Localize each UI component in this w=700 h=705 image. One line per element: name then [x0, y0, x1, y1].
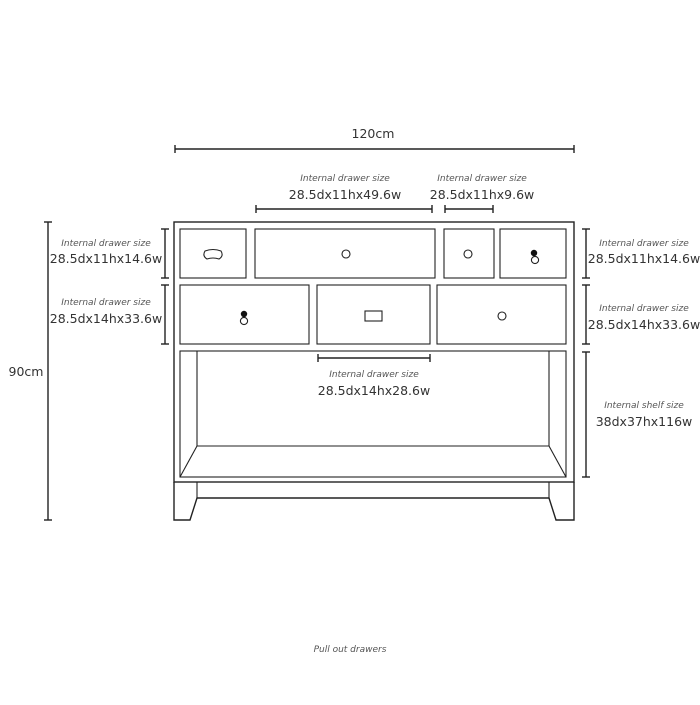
- value: 28.5dx14hx33.6w: [50, 311, 162, 326]
- label-center-shelf: Internal drawer size 28.5dx14hx28.6w: [317, 354, 431, 398]
- label-left-mid: Internal drawer size 28.5dx14hx33.6w: [50, 284, 169, 345]
- overall-width-label: 120cm: [352, 126, 395, 141]
- drawer-knob: [463, 249, 473, 259]
- value: 28.5dx11hx49.6w: [289, 187, 401, 202]
- value: 28.5dx11hx14.6w: [50, 251, 162, 266]
- label-top-center: Internal drawer size 28.5dx11hx49.6w: [255, 174, 433, 213]
- drawer-knob: [341, 249, 351, 259]
- shelf-opening: [179, 350, 567, 478]
- drawer-handle-pebble: [203, 248, 223, 260]
- label-left-top: Internal drawer size 28.5dx11hx14.6w: [50, 228, 169, 279]
- drawer-knob: [497, 311, 507, 321]
- value: 28.5dx14hx28.6w: [318, 383, 430, 398]
- caption: Internal drawer size: [599, 304, 689, 314]
- label-right-mid: Internal drawer size 28.5dx14hx33.6w: [582, 284, 700, 345]
- caption: Internal drawer size: [61, 239, 151, 249]
- value: 28.5dx14hx33.6w: [588, 317, 700, 332]
- cabinet: [173, 221, 575, 521]
- label-right-top: Internal drawer size 28.5dx11hx14.6w: [582, 228, 700, 279]
- drawer-top-3: [443, 228, 495, 279]
- drawer-knob-dark: [530, 249, 538, 257]
- caption: Internal drawer size: [61, 298, 151, 308]
- overall-height-dimension: 90cm: [9, 221, 52, 521]
- value: 38dx37hx116w: [596, 414, 693, 429]
- caption: Internal drawer size: [437, 174, 527, 184]
- drawer-ring-pull: [530, 255, 540, 265]
- value: 28.5dx11hx14.6w: [588, 251, 700, 266]
- label-right-shelf: Internal shelf size 38dx37hx116w: [582, 351, 693, 478]
- drawer-mid-2: [316, 284, 431, 345]
- label-top-right: Internal drawer size 28.5dx11hx9.6w: [430, 174, 535, 213]
- drawer-top-1: [179, 228, 247, 279]
- drawer-top-4: [499, 228, 567, 279]
- drawer-ring-pull: [239, 316, 249, 326]
- drawer-mid-1: [179, 284, 310, 345]
- footer-caption: Pull out drawers: [314, 645, 387, 655]
- drawer-top-2: [254, 228, 436, 279]
- caption: Internal drawer size: [329, 370, 419, 380]
- overall-width-dimension: 120cm: [174, 126, 575, 153]
- drawer-handle-rect: [364, 310, 383, 322]
- cabinet-frame: [173, 221, 575, 483]
- caption: Internal drawer size: [300, 174, 390, 184]
- caption: Internal drawer size: [599, 239, 689, 249]
- caption: Internal shelf size: [604, 401, 684, 411]
- drawer-knob-dark: [240, 310, 248, 318]
- overall-height-label: 90cm: [9, 364, 44, 379]
- drawer-mid-3: [436, 284, 567, 345]
- value: 28.5dx11hx9.6w: [430, 187, 535, 202]
- cabinet-base: [173, 482, 575, 521]
